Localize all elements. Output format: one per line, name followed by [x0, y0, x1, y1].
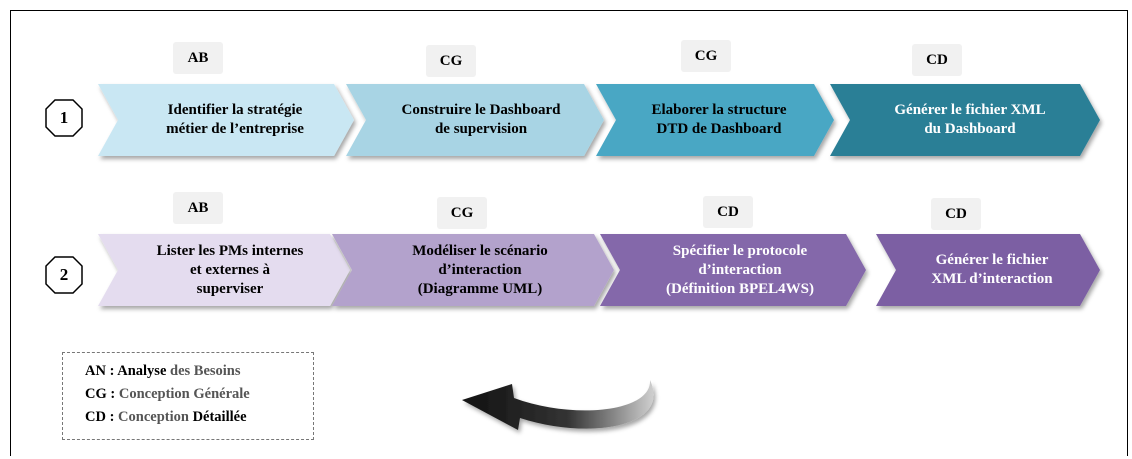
row-2-badge [45, 256, 83, 294]
step-label: Identifier la stratégie métier de l’entr… [166, 102, 304, 137]
legend-box: AN : Analyse des Besoins CG : Conception… [62, 352, 314, 440]
legend-term: Conception Générale [118, 386, 250, 402]
step-2-3-chevron [600, 234, 866, 306]
legend-term-rest: Détaillée [188, 409, 247, 425]
step-1-1-chevron [98, 84, 354, 156]
step-2-2-chevron [332, 234, 614, 306]
step-2-1-chevron [98, 234, 350, 306]
legend-item-an: AN : Analyse des Besoins [85, 363, 241, 380]
step-label: Lister les PMs internes et externes à su… [156, 242, 304, 297]
phase-tag: AB [173, 42, 223, 74]
diagram-frame [10, 10, 1128, 456]
step-label: Générer le fichier XML du Dashboard [894, 102, 1046, 137]
step-label: Générer le fichier XML d’interaction [931, 252, 1053, 287]
phase-tag: CD [703, 196, 753, 228]
step-label: Spécifier le protocole d’interaction (Dé… [666, 242, 814, 297]
step-label: Modéliser le scénario d’interaction (Dia… [412, 242, 548, 297]
phase-tag: CG [681, 40, 731, 72]
legend-abbr: CG : [85, 386, 119, 402]
legend-term: Conception [118, 409, 189, 425]
step-1-4-chevron [830, 84, 1100, 156]
legend-term: Analyse [117, 363, 167, 379]
phase-tag: CG [426, 45, 476, 77]
legend-abbr: CD : [85, 409, 119, 425]
legend-term-rest: des Besoins [166, 363, 241, 379]
phase-tag: CD [931, 198, 981, 230]
loop-back-arrow [462, 380, 654, 430]
step-label: Construire le Dashboard de supervision [401, 102, 561, 137]
phase-tag: CG [437, 197, 487, 229]
row-number: 1 [59, 108, 69, 127]
legend-item-cd: CD : Conception Détaillée [85, 409, 247, 426]
legend-item-cg: CG : Conception Générale [85, 386, 250, 403]
row-1-badge [45, 99, 83, 137]
phase-tag: CD [912, 44, 962, 76]
step-1-3-chevron [596, 84, 834, 156]
step-1-2-chevron [346, 84, 604, 156]
row-number: 2 [59, 265, 69, 284]
step-2-4-chevron [876, 234, 1100, 306]
legend-abbr: AN : [85, 363, 118, 379]
step-label: Elaborer la structure DTD de Dashboard [651, 102, 787, 137]
phase-tag: AB [173, 192, 223, 224]
